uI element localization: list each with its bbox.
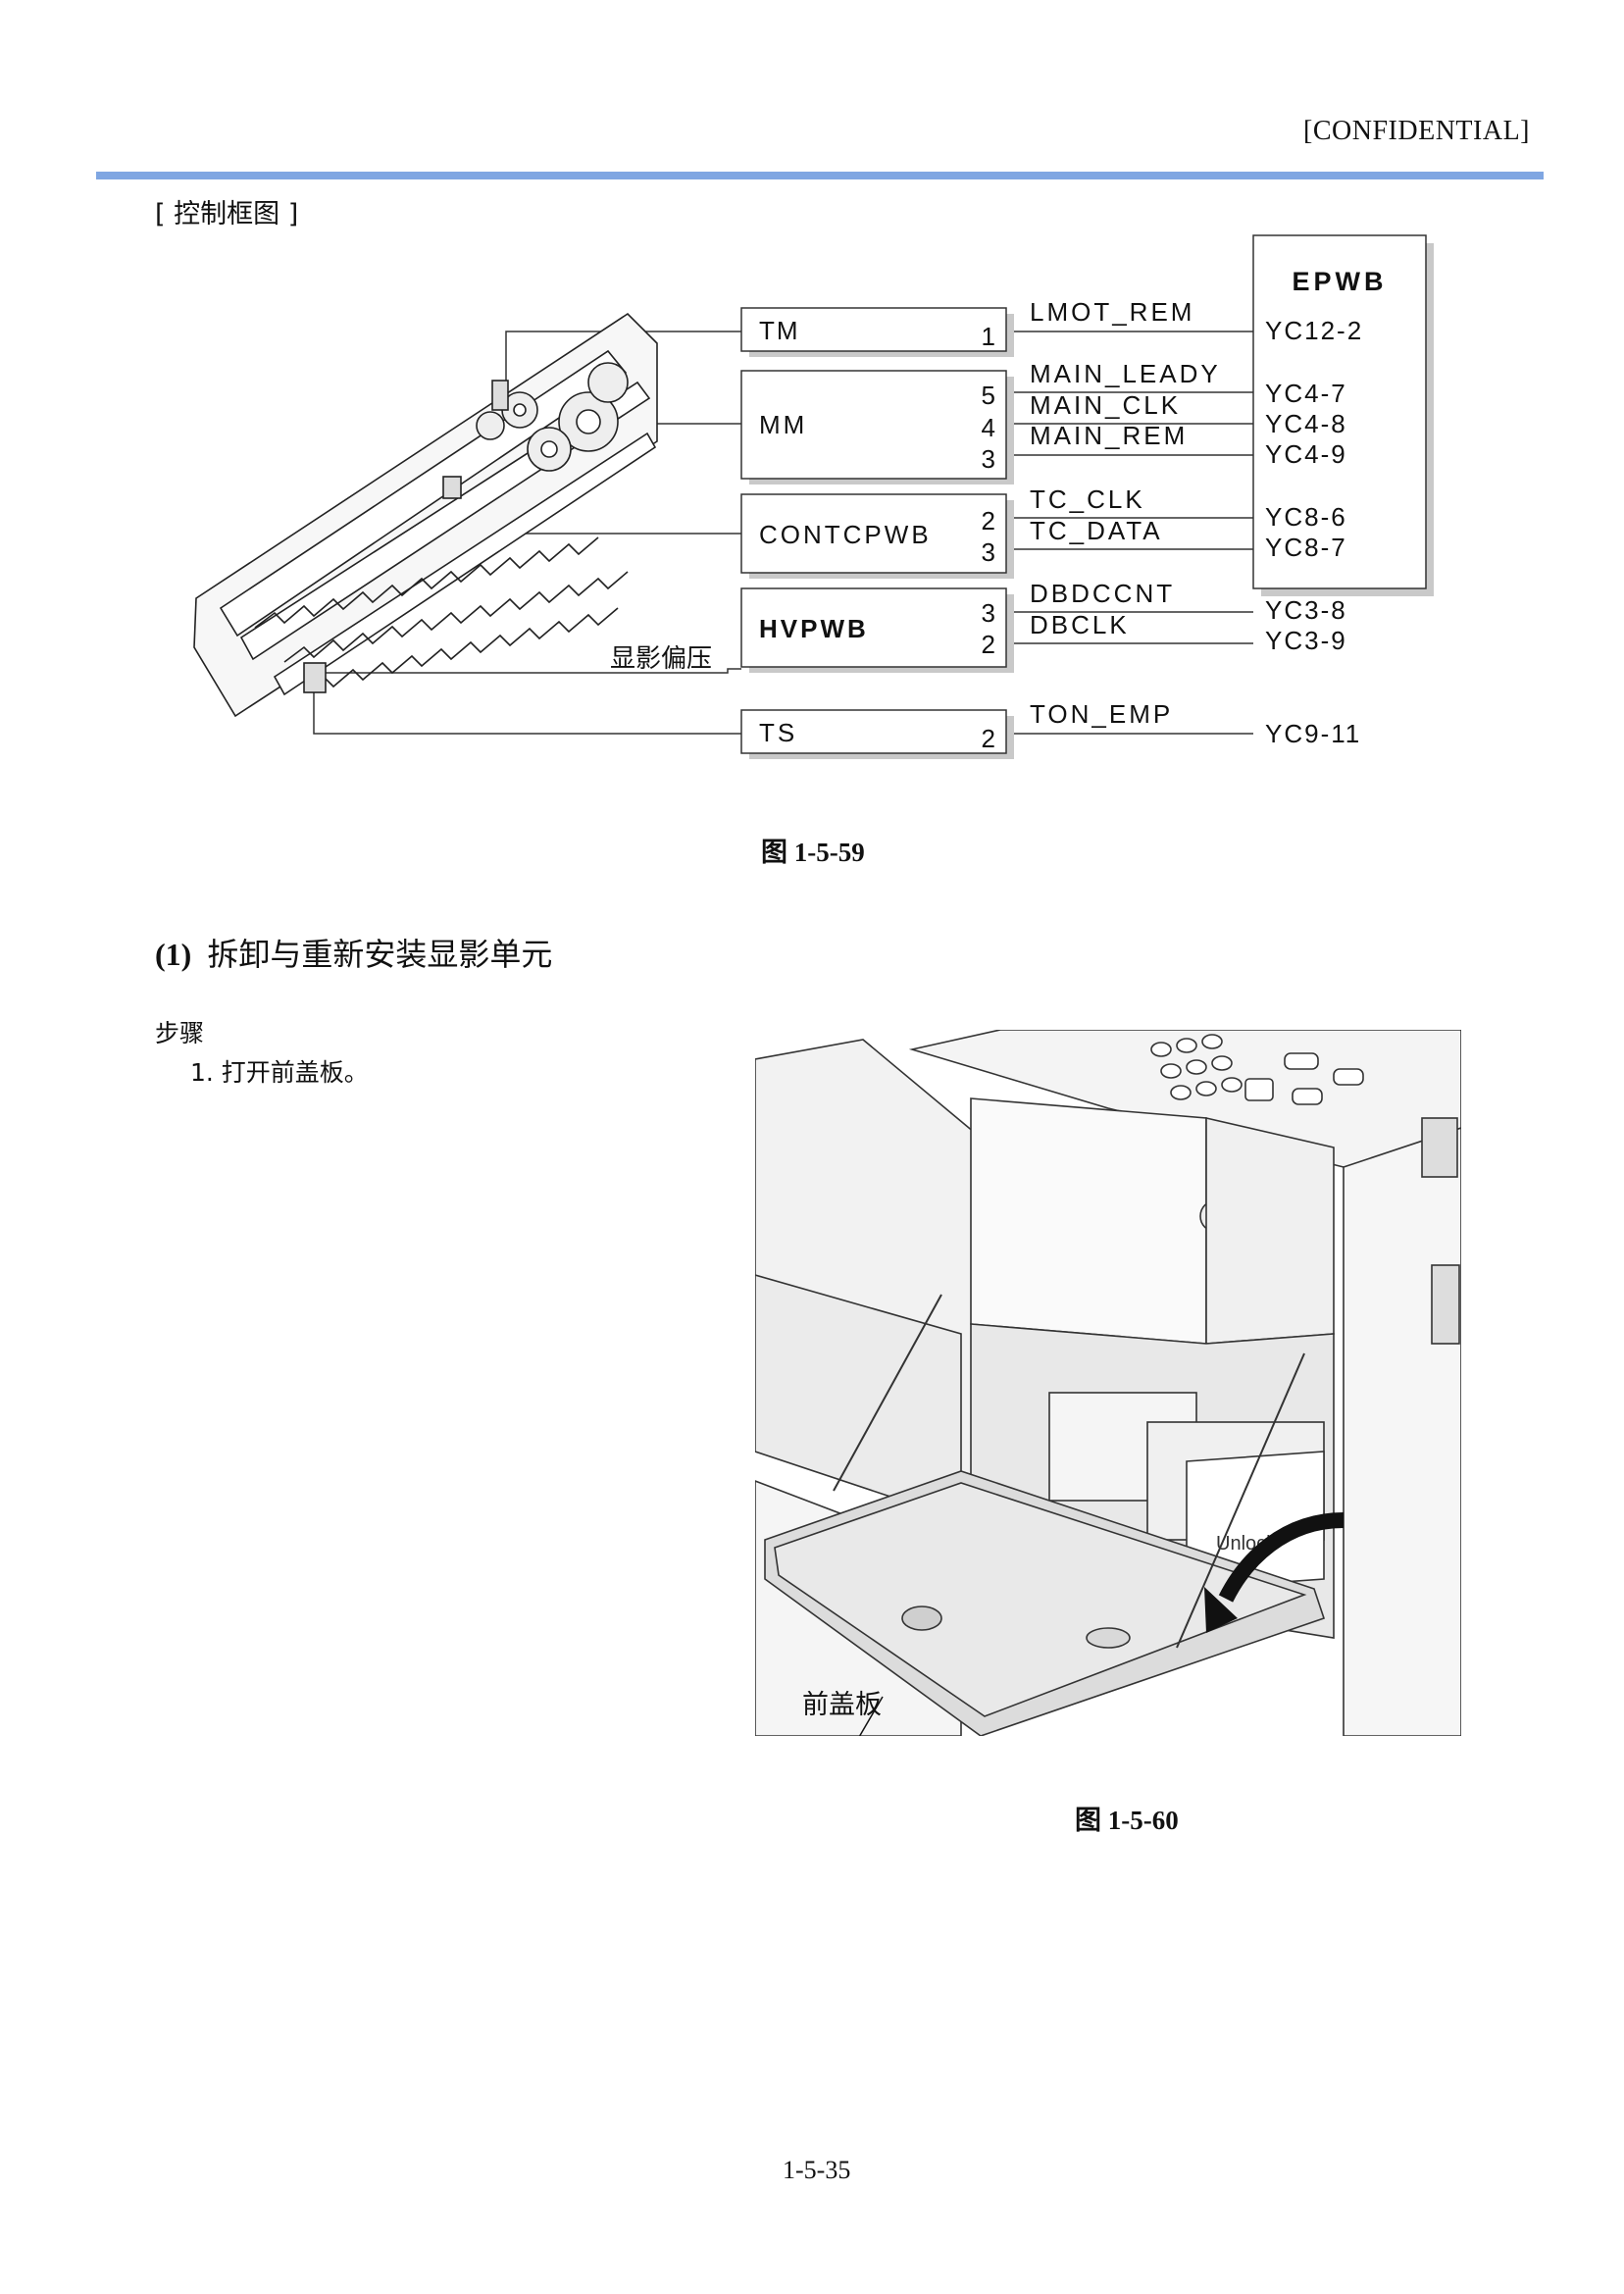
module-box-ts — [740, 709, 1007, 754]
steps-label: 步骤 — [155, 1019, 205, 1047]
connector-yc4-7: YC4-7 — [1265, 379, 1347, 408]
heading-number: (1) — [155, 937, 192, 972]
connector-yc8-6: YC8-6 — [1265, 502, 1347, 532]
module-name-contcpwb: CONTCPWB — [759, 520, 932, 549]
front-cover-illustration: Unlock — [755, 1030, 1461, 1736]
section-tag: [ 控制框图 ] — [155, 199, 299, 229]
pin-contcpwb-3: 3 — [982, 537, 995, 567]
developer-bias-label: 显影偏压 — [610, 644, 712, 674]
pin-hvpwb-2: 2 — [982, 630, 995, 659]
signal-main-rem: MAIN_REM — [1030, 421, 1188, 450]
front-cover-label: 前盖板 — [802, 1690, 882, 1720]
module-box-hvpwb — [740, 587, 1007, 668]
connector-yc3-9: YC3-9 — [1265, 626, 1347, 655]
epwb-title: EPWB — [1293, 267, 1388, 296]
pin-ts-2: 2 — [982, 724, 995, 753]
module-name-hvpwb: HVPWB — [759, 614, 869, 643]
signal-main-clk: MAIN_CLK — [1030, 390, 1181, 420]
control-block-diagram: EPWB TM 1 LMOT_REM YC12-2 MM 5 4 3 MAIN_… — [193, 234, 1434, 759]
module-box-mm — [740, 370, 1007, 480]
developer-unit-illustration — [193, 312, 658, 718]
signal-dbclk: DBCLK — [1030, 610, 1130, 639]
connector-yc8-7: YC8-7 — [1265, 533, 1347, 562]
pin-contcpwb-2: 2 — [982, 506, 995, 535]
module-name-ts: TS — [759, 718, 797, 747]
connector-yc4-9: YC4-9 — [1265, 439, 1347, 469]
signal-ton-emp: TON_EMP — [1030, 699, 1173, 729]
step-1: 1. 打开前盖板。 — [190, 1058, 369, 1087]
connector-yc12-2: YC12-2 — [1265, 316, 1363, 345]
section-heading: (1) 拆卸与重新安装显影单元 — [155, 930, 552, 975]
connector-yc3-8: YC3-8 — [1265, 595, 1347, 625]
signal-dbdccnt: DBDCCNT — [1030, 579, 1175, 608]
connector-yc4-8: YC4-8 — [1265, 409, 1347, 438]
pin-tm-1: 1 — [982, 322, 995, 351]
pin-mm-5: 5 — [982, 381, 995, 410]
figure-caption-1: 图 1-5-59 — [761, 838, 865, 867]
module-name-mm: MM — [759, 410, 807, 439]
signal-tc-clk: TC_CLK — [1030, 484, 1145, 514]
module-box-tm — [740, 307, 1007, 352]
signal-main-leady: MAIN_LEADY — [1030, 359, 1221, 388]
header-rule — [96, 172, 1544, 179]
pin-hvpwb-3: 3 — [982, 598, 995, 628]
figure-caption-2: 图 1-5-60 — [1075, 1806, 1179, 1835]
module-name-tm: TM — [759, 316, 800, 345]
page-number: 1-5-35 — [783, 2156, 851, 2184]
epwb-box — [1252, 234, 1427, 589]
connector-yc9-11: YC9-11 — [1265, 719, 1361, 748]
module-box-contcpwb — [740, 493, 1007, 574]
pin-mm-3: 3 — [982, 444, 995, 474]
rotation-arrow — [1218, 1512, 1345, 1603]
heading-title: 拆卸与重新安装显影单元 — [207, 936, 553, 973]
pin-mm-4: 4 — [982, 413, 995, 442]
confidential-mark: [CONFIDENTIAL] — [1303, 116, 1530, 146]
signal-tc-data: TC_DATA — [1030, 516, 1163, 545]
signal-lmot-rem: LMOT_REM — [1030, 297, 1194, 327]
